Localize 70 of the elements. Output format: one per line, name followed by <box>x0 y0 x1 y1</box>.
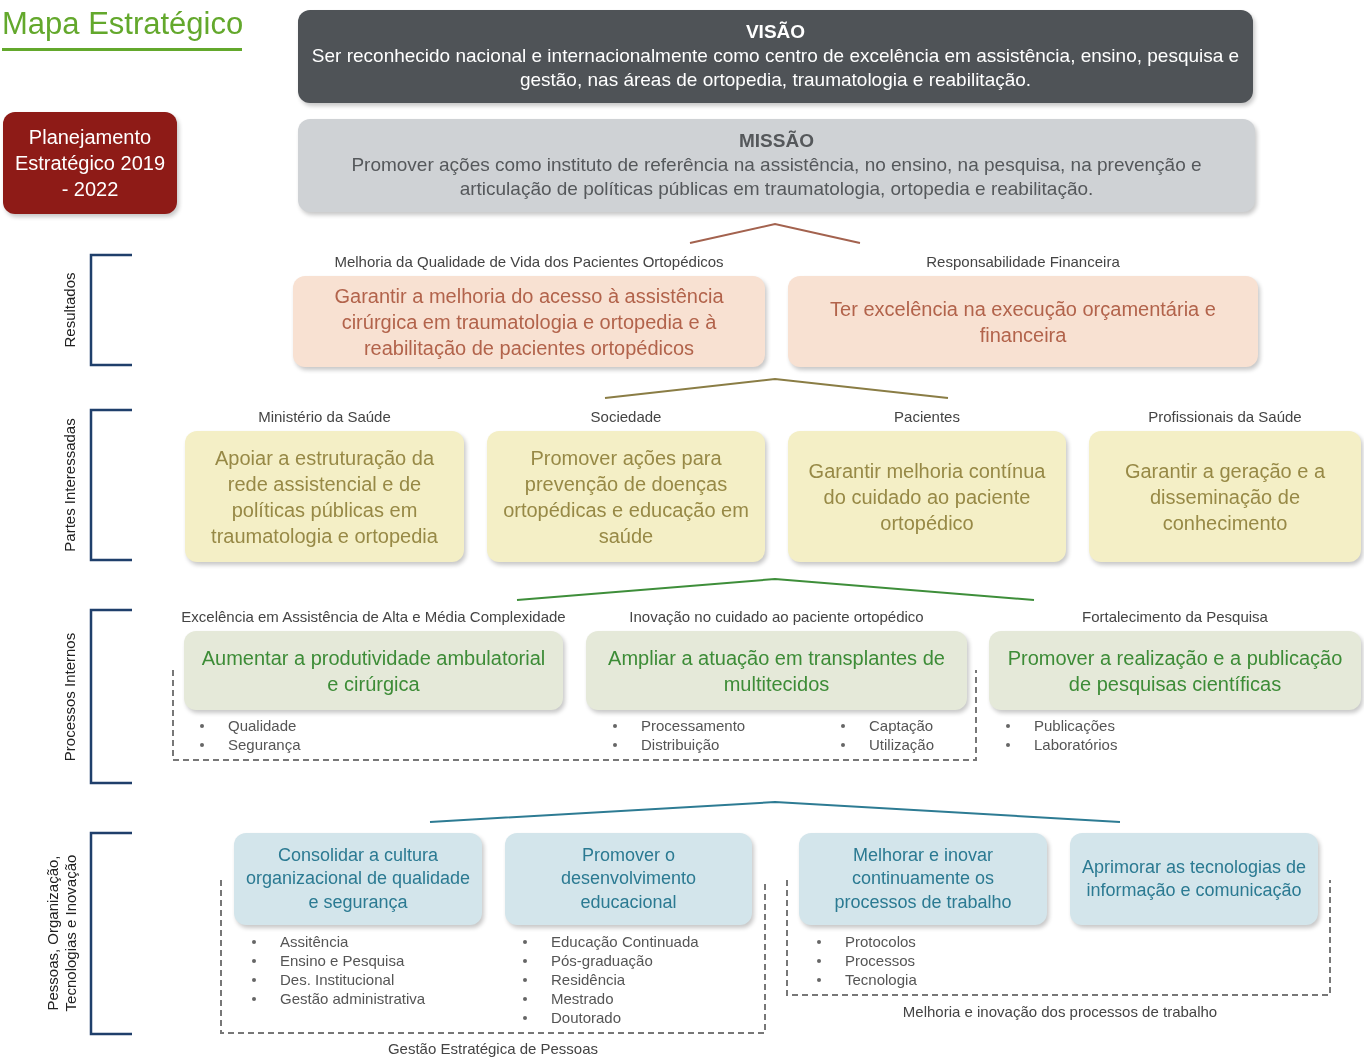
perspective-heading: Excelência em Assistência de Alta e Média Complexidade <box>180 608 567 627</box>
box-text: Garantir a melhoria do acesso à assistência cirúrgica em traumatologia e ortopedia e à reabilitação de pacientes ortopédicos <box>333 283 725 361</box>
bullet-item: Captação <box>869 716 934 735</box>
vision-box <box>298 10 1253 103</box>
objective-box <box>586 631 967 710</box>
objective-box <box>487 431 765 562</box>
box-text: Promover a realização e a publicação de pesquisas científicas <box>1006 645 1344 697</box>
box-text: Promover ações como instituto de referência na assistência, no ensino, na pesquisa, na prevenção e articulação de políticas públicas em traumatologia, ortopedia e reabilitação. <box>350 152 1203 202</box>
group-caption: Melhoria e inovação dos processos de trabalho <box>902 1003 1218 1020</box>
bullet-item: Laboratórios <box>1034 735 1118 754</box>
box-text: Melhorar e inovar continuamente os processos de trabalho <box>833 843 1013 914</box>
bullet-item: Utilização <box>869 735 935 754</box>
perspective-heading: Ministério da Saúde <box>257 408 392 427</box>
box-text: Aumentar a produtividade ambulatorial e cirúrgica <box>200 645 547 697</box>
box-heading: VISÃO <box>745 19 806 44</box>
bullet-item: Educação Continuada <box>551 932 699 951</box>
objective-box <box>505 833 752 925</box>
objective-box <box>788 276 1258 367</box>
bullet-item: Des. Institucional <box>280 970 395 989</box>
perspective-heading: Responsabilidade Financeira <box>925 253 1121 272</box>
box-text: Promover o desenvolvimento educacional <box>559 843 698 914</box>
bullet-item: Pós-graduação <box>551 951 653 970</box>
box-text: Aprimorar as tecnologias de informação e comunicação <box>1080 855 1308 902</box>
objective-box <box>184 631 563 710</box>
box-text: Planejamento Estratégico 2019 - 2022 <box>13 125 167 202</box>
perspective-label: Partes Interessadas <box>61 417 79 554</box>
box-text: Consolidar a cultura organizacional de qualidade e segurança <box>244 843 472 914</box>
bullet-item: Qualidade <box>228 716 297 735</box>
bullet-item: Distribuição <box>641 735 720 754</box>
bullet-item: Publicações <box>1034 716 1115 735</box>
bullet-item: Ensino e Pesquisa <box>280 951 405 970</box>
mission-box <box>298 119 1255 212</box>
bullet-item: Assitência <box>280 932 349 951</box>
plan-box <box>3 112 177 214</box>
bullet-item: Doutorado <box>551 1008 622 1027</box>
group-caption: Gestão Estratégica de Pessoas <box>387 1040 599 1057</box>
title: Mapa Estratégico <box>2 6 242 51</box>
objective-box <box>234 833 482 925</box>
bullet-item: Tecnologia <box>845 970 917 989</box>
perspective-heading: Melhoria da Qualidade de Vida dos Pacientes Ortopédicos <box>333 253 725 272</box>
objective-box <box>1070 833 1318 925</box>
box-heading: MISSÃO <box>739 128 814 153</box>
objective-box <box>989 631 1361 710</box>
box-text: Ampliar a atuação em transplantes de multitecidos <box>607 645 946 697</box>
bullet-item: Segurança <box>228 735 301 754</box>
perspective-heading: Inovação no cuidado ao paciente ortopédico <box>628 608 925 627</box>
bullet-item: Processamento <box>641 716 746 735</box>
box-text: Garantir a geração e a disseminação de conhecimento <box>1123 458 1327 536</box>
perspective-heading: Profissionais da Saúde <box>1147 408 1303 427</box>
objective-box <box>185 431 464 562</box>
objective-box <box>799 833 1047 925</box>
box-text: Ter excelência na execução orçamentária e financeira <box>829 296 1217 348</box>
perspective-heading: Sociedade <box>589 408 663 427</box>
box-text: Apoiar a estruturação da rede assistencial e de políticas públicas em traumatologia e ortopedia <box>210 445 439 549</box>
perspective-label: Processos Internos <box>61 631 79 764</box>
bullet-item: Gestão administrativa <box>280 989 426 1008</box>
perspective-heading: Pacientes <box>893 408 961 427</box>
box-text: Garantir melhoria contínua do cuidado ao paciente ortopédico <box>807 458 1047 536</box>
perspective-label: Resultados <box>61 271 79 350</box>
box-text: Ser reconhecido nacional e internacionalmente como centro de excelência em assistência, ensino, pesquisa e gestão, nas áreas de ortopedia, traumatologia e reabilitação. <box>310 43 1241 93</box>
objective-box <box>788 431 1066 562</box>
perspective-heading: Fortalecimento da Pesquisa <box>1081 608 1269 627</box>
bullet-item: Residência <box>551 970 626 989</box>
bullet-item: Mestrado <box>551 989 614 1008</box>
box-text: Promover ações para prevenção de doenças ortopédicas e educação em saúde <box>502 445 750 549</box>
bullet-item: Protocolos <box>845 932 916 951</box>
objective-box <box>293 276 765 367</box>
objective-box <box>1089 431 1361 562</box>
perspective-label: Pessoas, Organização, Tecnologias e Inovação <box>44 853 80 1014</box>
bullet-item: Processos <box>845 951 916 970</box>
